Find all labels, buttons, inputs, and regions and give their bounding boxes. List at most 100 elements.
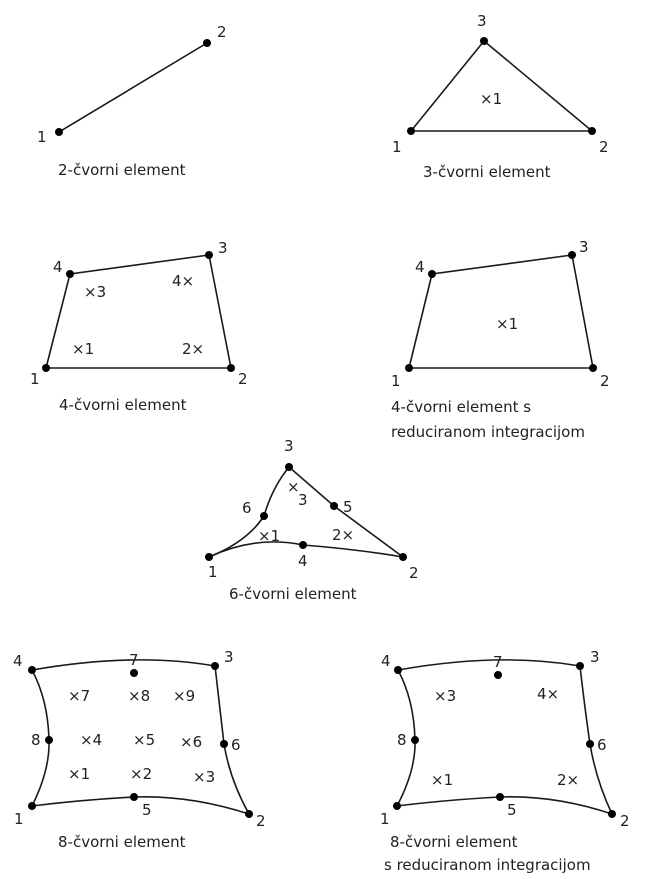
node-point [393,802,401,810]
element-6-node: 1 2 3 4 5 6 ×1 2× × ×3 3 6-čvorni elemen… [205,437,419,603]
element-edge [58,42,208,133]
node-point [130,793,138,801]
integration-point-mark: × [287,478,300,496]
integration-point-label: ×1 [258,527,280,545]
node-point [394,666,402,674]
node-label: 1 [391,372,401,390]
node-label: 4 [381,652,391,670]
node-label: 3 [590,648,600,666]
node-label: 6 [597,736,607,754]
node-point [28,802,36,810]
element-4-node: 1 2 3 4 ×1 2× ×3 4× 4-čvorni element [30,239,248,414]
node-label: 6 [242,499,252,517]
integration-point-label: ×2 [130,765,152,783]
node-point [285,463,293,471]
node-point [299,541,307,549]
node-point [28,666,36,674]
element-2-node: 1 2 2-čvorni element [37,23,227,179]
caption-3-node: 3-čvorni element [423,163,551,181]
integration-point-label: ×5 [133,731,155,749]
element-edge [407,254,594,369]
node-point [588,127,596,135]
caption-8-node-reduced-line1: 8-čvorni element [390,833,518,851]
element-edge [397,659,581,671]
node-point [245,810,253,818]
node-label: 5 [507,801,517,819]
node-label: 2 [599,138,609,156]
node-point [494,671,502,679]
integration-point-label: ×1 [431,771,453,789]
node-label: 4 [53,258,63,276]
element-edge [31,659,216,671]
integration-point-label: ×7 [68,687,90,705]
integration-point-label: 2× [182,340,204,358]
node-label: 3 [477,12,487,30]
node-label: 2 [256,812,266,830]
node-point [55,128,63,136]
caption-4-node-reduced-line2: reduciranom integracijom [391,423,585,441]
element-edge [396,796,613,815]
caption-8-node: 8-čvorni element [58,833,186,851]
element-8-node: 1 2 3 4 5 6 7 8 ×1 ×2 ×3 ×4 ×5 ×6 ×7 ×8 … [13,648,266,851]
element-3-node: 1 2 3 ×1 3-čvorni element [392,12,609,181]
node-point [260,512,268,520]
integration-point-number: 3 [298,491,308,509]
integration-point-label: ×3 [434,687,456,705]
node-label: 2 [238,370,248,388]
node-point [45,736,53,744]
integration-point-label: ×1 [72,340,94,358]
integration-point-label: 4× [537,685,559,703]
node-label: 2 [600,372,610,390]
node-label: 7 [129,651,139,669]
node-point [428,270,436,278]
node-point [205,251,213,259]
caption-6-node: 6-čvorni element [229,585,357,603]
integration-point-label: ×9 [173,687,195,705]
caption-4-node-reduced-line1: 4-čvorni element s [391,398,531,416]
element-edge [31,796,250,815]
node-point [130,669,138,677]
node-point [608,810,616,818]
node-label: 8 [31,731,41,749]
node-label: 3 [284,437,294,455]
node-point [399,553,407,561]
caption-8-node-reduced-line2: s reduciranom integracijom [384,856,591,874]
node-label: 1 [392,138,402,156]
node-point [576,662,584,670]
node-label: 5 [343,498,353,516]
integration-point-label: ×3 [193,768,215,786]
node-point [405,364,413,372]
node-label: 1 [37,128,47,146]
element-4-node-reduced: 1 2 3 4 ×1 4-čvorni element s reducirano… [391,238,610,441]
node-point [568,251,576,259]
node-point [586,740,594,748]
node-point [227,364,235,372]
node-point [211,662,219,670]
integration-point-label: ×8 [128,687,150,705]
node-point [203,39,211,47]
integration-point-label: ×1 [68,765,90,783]
integration-point-label: 2× [557,771,579,789]
caption-4-node: 4-čvorni element [59,396,187,414]
node-label: 1 [14,810,24,828]
node-label: 7 [493,653,503,671]
node-point [407,127,415,135]
node-point [330,502,338,510]
node-label: 4 [298,552,308,570]
integration-point-label: ×3 [84,283,106,301]
node-point [589,364,597,372]
node-label: 1 [30,370,40,388]
node-point [205,553,213,561]
node-label: 2 [217,23,227,41]
node-point [480,37,488,45]
integration-point-label: 2× [332,526,354,544]
node-point [66,270,74,278]
integration-point-label: 4× [172,272,194,290]
integration-point-label: ×1 [480,90,502,108]
node-point [496,793,504,801]
node-point [220,740,228,748]
node-label: 2 [409,564,419,582]
integration-point-label: ×6 [180,733,202,751]
node-label: 1 [380,810,390,828]
